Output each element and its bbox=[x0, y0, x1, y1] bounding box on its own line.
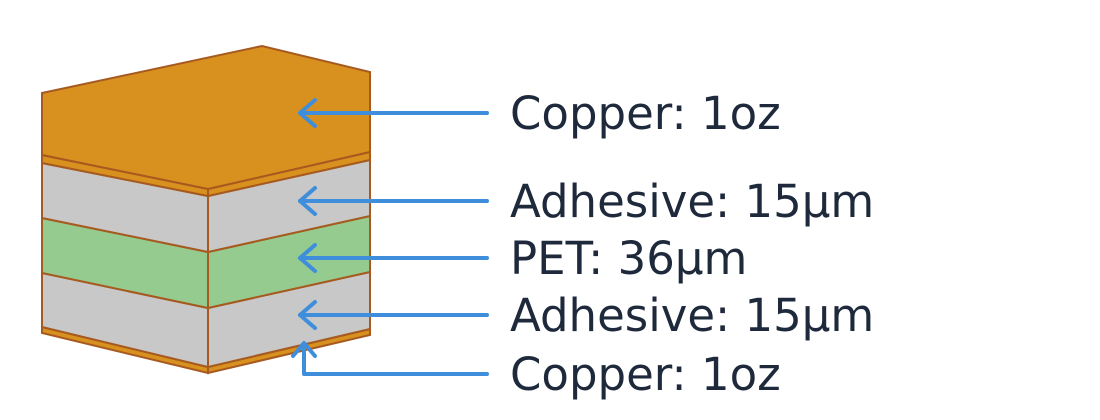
arrow-copper-bottom bbox=[291, 341, 489, 376]
label-pet: PET: 36µm bbox=[510, 232, 747, 285]
label-copper-top: Copper: 1oz bbox=[510, 87, 781, 140]
top-copper-top-face bbox=[41, 44, 371, 191]
label-adhesive-lower: Adhesive: 15µm bbox=[510, 289, 874, 342]
arrow-pet bbox=[298, 243, 489, 273]
label-copper-bottom: Copper: 1oz bbox=[510, 348, 781, 401]
stackup-block bbox=[41, 44, 371, 375]
arrow-adhesive-upper bbox=[298, 186, 489, 216]
label-adhesive-upper: Adhesive: 15µm bbox=[510, 175, 874, 228]
arrow-copper-top bbox=[298, 98, 489, 128]
callout-arrows bbox=[291, 98, 489, 376]
layer-labels: Copper: 1oz Adhesive: 15µm PET: 36µm Adh… bbox=[510, 87, 874, 401]
arrow-adhesive-lower bbox=[298, 300, 489, 330]
